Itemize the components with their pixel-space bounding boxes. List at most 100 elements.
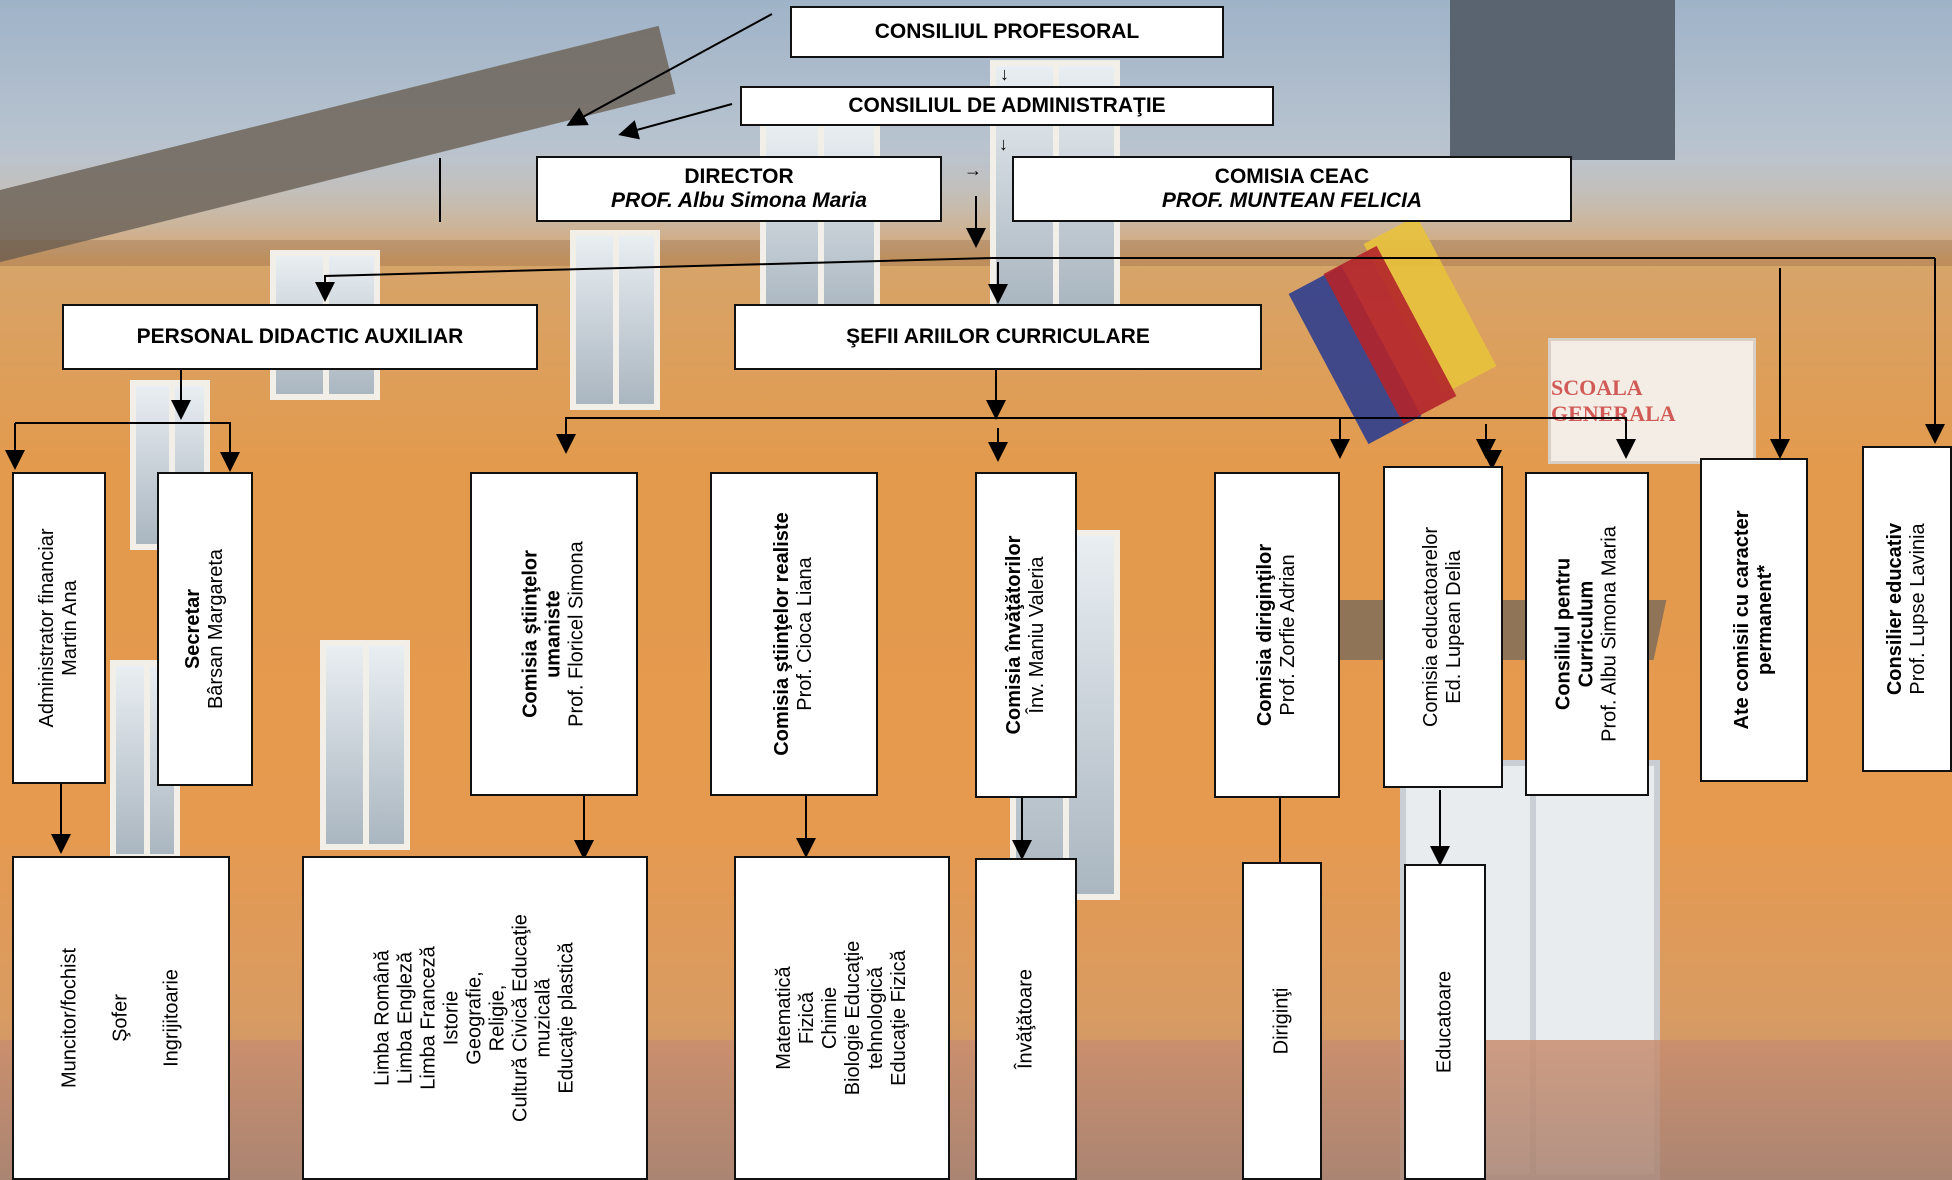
comisia-realiste-title: Comisia ştiinţelor realiste [771, 512, 793, 756]
realiste-subjects-list: Matematică Fizică Chimie Biologie Educaţ… [773, 941, 911, 1096]
connector-arrow [618, 103, 733, 140]
comisia-invatatorilor-title: Comisia învăţătorilor [1003, 535, 1025, 735]
subject-item: Educaţie plastică [555, 942, 578, 1094]
comisia-realiste-name: Prof. Cioca Liana [794, 557, 816, 711]
subject-item: tehnologică [865, 966, 887, 1070]
director-title: DIRECTOR [684, 164, 794, 188]
consiliul-curriculum-name: Prof. Albu Simona Maria [1598, 526, 1621, 742]
right-arrow-glyph: → [964, 160, 982, 180]
consiliul-administratie-label: CONSILIUL DE ADMINISTRAŢIE [848, 93, 1166, 117]
alte-comisii-line-1: Ate comisii cu caracter [1731, 510, 1753, 730]
ceac-name: PROF. MUNTEAN FELICIA [1161, 189, 1423, 212]
subject-item: Limba Franceză [417, 946, 440, 1090]
down-arrow-glyph: ↓ [1000, 64, 1009, 84]
comisia-invatatorilor-box: Comisia învăţătorilor Înv. Maniu Valeria [975, 472, 1077, 798]
consiliul-curriculum-text: Consiliul pentru Curriculum Prof. Albu S… [1553, 526, 1622, 742]
consiliul-administratie-box: CONSILIUL DE ADMINISTRAŢIE [740, 86, 1274, 126]
secretar-box: Secretar Bârsan Margareta [157, 472, 253, 786]
consilier-educativ-name: Prof. Lupse Lavinia [1907, 523, 1929, 695]
comisia-umaniste-name: Prof. Floricel Simona [565, 541, 588, 727]
connector-arrow [315, 257, 1935, 302]
subject-item: Istorie [440, 990, 463, 1046]
comisia-umaniste-title: Comisia ştiinţelor [519, 550, 542, 718]
staff-item: Şofer [109, 994, 132, 1042]
subject-item: Limba Engleză [394, 951, 417, 1085]
connector-arrow [556, 417, 1500, 454]
personal-didactic-auxiliar-box: PERSONAL DIDACTIC AUXILIAR [62, 304, 538, 370]
subject-item: muzicală [532, 978, 555, 1058]
comisia-educatoarelor-name: Ed. Lupean Delia [1443, 550, 1465, 704]
subject-item: Învăţătoare [1014, 968, 1037, 1070]
consiliul-curriculum-title-2: Curriculum [1575, 580, 1598, 688]
director-name: PROF. Albu Simona Maria [611, 189, 867, 212]
comisia-umaniste-title-2: umaniste [542, 590, 565, 678]
subject-item: Chimie [819, 986, 841, 1050]
comisia-educatoarelor-box: Comisia educatoarelor Ed. Lupean Delia [1383, 466, 1503, 788]
subject-item: Fizică [796, 991, 818, 1045]
auxiliar-staff-list: Muncitor/fochist Şofer Ingrijitoarie [59, 948, 184, 1088]
secretar-text: Secretar Bârsan Margareta [182, 549, 228, 709]
school-sign-text: SCOALA GENERALA [1551, 375, 1676, 426]
school-sign: SCOALA GENERALA [1548, 338, 1756, 464]
staff-item: Muncitor/fochist [58, 947, 81, 1089]
diriginti-subjects-box: Diriginţi [1242, 862, 1322, 1180]
director-box: DIRECTOR PROF. Albu Simona Maria [536, 156, 942, 222]
subject-item: Religie, [486, 984, 509, 1052]
down-arrow-glyph: ↓ [999, 134, 1008, 154]
comisia-realiste-text: Comisia ştiinţelor realiste Prof. Cioca … [771, 512, 817, 755]
comisia-realiste-box: Comisia ştiinţelor realiste Prof. Cioca … [710, 472, 878, 796]
umaniste-subjects-list: Limba Română Limba Engleză Limba Francez… [372, 914, 579, 1122]
personal-didactic-auxiliar-label: PERSONAL DIDACTIC AUXILIAR [136, 324, 464, 348]
connector-arrow [566, 13, 773, 126]
subject-item: Educatoare [1433, 970, 1456, 1074]
comisia-educatoarelor-title: Comisia educatoarelor [1420, 526, 1442, 728]
ceac-title: COMISIA CEAC [1214, 164, 1370, 188]
alte-comisii-box: Ate comisii cu caracter permanent* [1700, 458, 1808, 782]
consiliul-curriculum-box: Consiliul pentru Curriculum Prof. Albu S… [1525, 472, 1649, 796]
comisia-invatatorilor-name: Înv. Maniu Valeria [1026, 556, 1048, 714]
consiliul-curriculum-title: Consiliul pentru [1552, 557, 1575, 711]
invatatori-subjects-box: Învăţătoare [975, 858, 1077, 1180]
staff-item: Ingrijitoarie [160, 969, 183, 1067]
umaniste-subjects-box: Limba Română Limba Engleză Limba Francez… [302, 856, 648, 1180]
building-window [320, 640, 410, 850]
consilier-educativ-box: Consilier educativ Prof. Lupse Lavinia [1862, 446, 1952, 772]
realiste-subjects-box: Matematică Fizică Chimie Biologie Educaţ… [734, 856, 950, 1180]
comisia-invatatorilor-text: Comisia învăţătorilor Înv. Maniu Valeria [1003, 536, 1049, 735]
comisia-dirigintilor-name: Prof. Zorfie Adrian [1277, 554, 1299, 716]
secretar-name: Bârsan Margareta [205, 548, 227, 710]
connector-arrow [1340, 417, 1636, 459]
building-window-dark [1450, 0, 1675, 160]
subject-item: Biologie Educaţie [842, 940, 864, 1096]
subject-item: Limba Română [371, 950, 394, 1086]
educatoare-subjects-box: Educatoare [1404, 864, 1486, 1180]
sefii-ariilor-curriculare-box: ŞEFII ARIILOR CURRICULARE [734, 304, 1262, 370]
sefii-ariilor-curriculare-label: ŞEFII ARIILOR CURRICULARE [846, 324, 1150, 348]
comisia-dirigintilor-text: Comisia diriginţilor Prof. Zorfie Adrian [1254, 544, 1300, 726]
administrator-financiar-box: Administrator financiar Martin Ana [12, 472, 106, 784]
consilier-educativ-title: Consilier educativ [1884, 522, 1906, 696]
invatatori-subjects-list: Învăţătoare [1015, 969, 1038, 1069]
subject-item: Cultură Civică Educaţie [509, 914, 532, 1122]
auxiliar-staff-box: Muncitor/fochist Şofer Ingrijitoarie [12, 856, 230, 1180]
subject-item: Educaţie Fizică [888, 950, 910, 1086]
comisia-ceac-box: COMISIA CEAC PROF. MUNTEAN FELICIA [1012, 156, 1572, 222]
consiliul-profesoral-label: CONSILIUL PROFESORAL [874, 19, 1140, 43]
subject-item: Matematică [773, 966, 795, 1070]
alte-comisii-line-2: permanent* [1754, 564, 1776, 676]
consiliul-profesoral-box: CONSILIUL PROFESORAL [790, 6, 1224, 58]
building-window [570, 230, 660, 410]
administrator-financiar-text: Administrator financiar Martin Ana [36, 529, 82, 728]
subject-item: Geografie, [463, 971, 486, 1065]
administrator-financiar-name: Martin Ana [59, 580, 81, 676]
educatoare-subjects-list: Educatoare [1434, 971, 1457, 1073]
comisia-dirigintilor-box: Comisia diriginţilor Prof. Zorfie Adrian [1214, 472, 1340, 798]
consilier-educativ-text: Consilier educativ Prof. Lupse Lavinia [1884, 523, 1930, 695]
secretar-title: Secretar [182, 588, 204, 670]
administrator-financiar-role: Administrator financiar [36, 528, 58, 728]
subject-item: Diriginţi [1270, 987, 1293, 1055]
connector-arrow [14, 422, 230, 468]
comisia-umaniste-text: Comisia ştiinţelor umaniste Prof. Floric… [520, 541, 589, 727]
diriginti-subjects-list: Diriginţi [1271, 988, 1294, 1055]
comisia-umaniste-box: Comisia ştiinţelor umaniste Prof. Floric… [470, 472, 638, 796]
